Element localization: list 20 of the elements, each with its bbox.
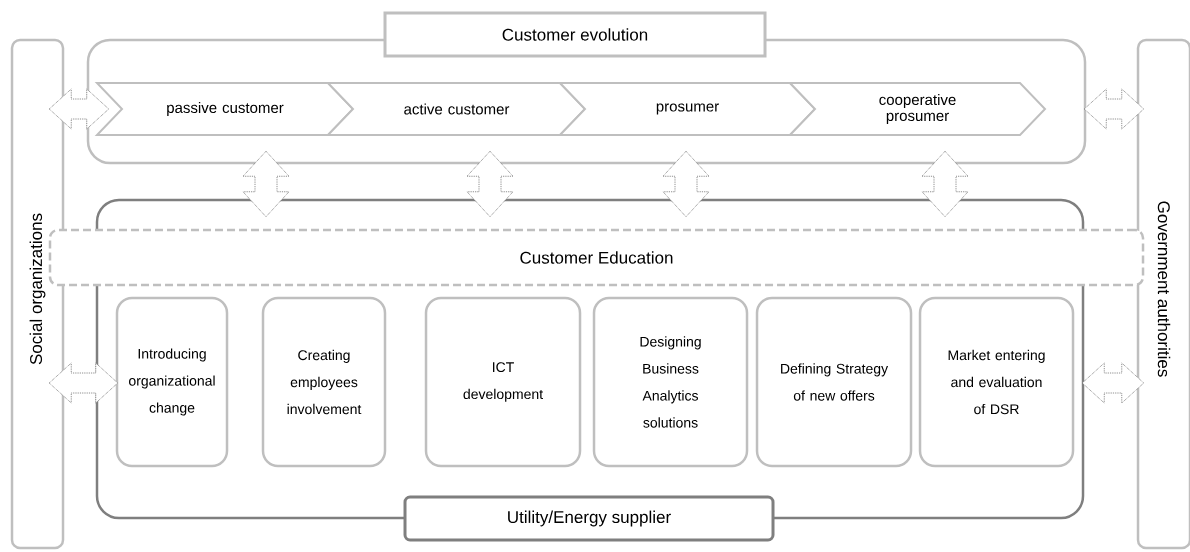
- activity-box: Designing Business Analytics solutions: [592, 296, 749, 468]
- chevron-step: passive customer: [94, 82, 355, 136]
- band-box: Customer Education: [48, 228, 1145, 287]
- activity-box: Market entering and evaluation of DSR: [918, 296, 1075, 468]
- activity-box: Defining Strategy of new offers: [755, 296, 913, 468]
- block-arrow: [466, 150, 514, 218]
- node-label: Customer evolution: [502, 28, 648, 41]
- side-band: Social organizations: [10, 38, 65, 550]
- block-arrow: [48, 362, 119, 404]
- block-arrow: [242, 150, 290, 218]
- activity-box: Creating employees involvement: [261, 296, 387, 468]
- activity-box: Introducing organizational change: [115, 296, 229, 468]
- block-arrow: [921, 150, 969, 218]
- block-arrow: [48, 88, 110, 130]
- side-band: Government authorities: [1136, 38, 1190, 550]
- chevron-step: cooperative prosumer: [787, 82, 1047, 136]
- block-arrow: [1081, 362, 1145, 404]
- activity-box: ICT development: [424, 296, 582, 468]
- block-arrow: [662, 150, 710, 218]
- block-arrow: [1083, 88, 1145, 130]
